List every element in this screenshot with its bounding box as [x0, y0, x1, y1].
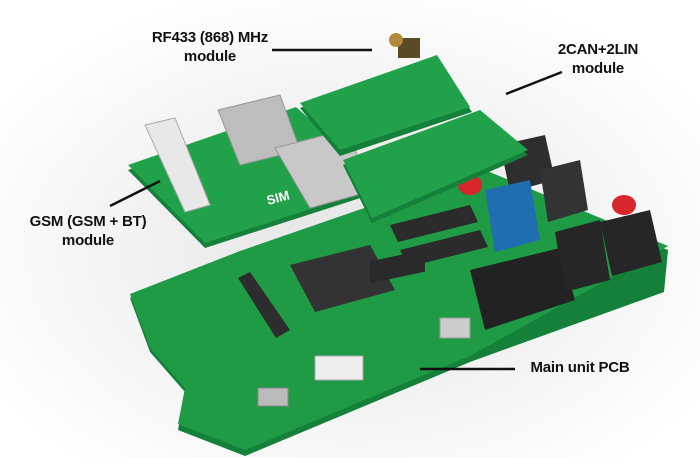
gsm-module-label: GSM (GSM + BT) module: [30, 212, 147, 250]
can-leader-line: [505, 70, 563, 96]
capacitor-red-tab: [612, 195, 636, 215]
main-unit-pcb: [130, 135, 668, 456]
gsm-side-connector: [144, 117, 211, 213]
can-label-line1: 2CAN+2LIN: [557, 41, 639, 58]
gsm-label-line2: module: [61, 232, 115, 249]
rf-label-line1: RF433 (868) MHz: [151, 29, 269, 46]
wire-connector: [555, 220, 610, 292]
board-to-board-connector: [390, 205, 478, 242]
can-label-line2: module: [571, 60, 625, 77]
relay-black: [540, 160, 588, 222]
gsm-label-line1: GSM (GSM + BT): [29, 213, 147, 230]
can-lin-module-board: [343, 110, 528, 223]
relay-blue: [485, 180, 540, 252]
main-cpu-chip: [290, 245, 395, 312]
leader-lines: [109, 48, 563, 371]
rf-module-label: RF433 (868) MHz module: [152, 28, 268, 66]
main-pcb-label: Main unit PCB: [530, 358, 629, 377]
usb-port: [439, 317, 471, 339]
gsm-module-board: SIM: [128, 94, 385, 248]
white-connector: [314, 355, 364, 381]
main-wire-connector: [470, 248, 575, 330]
rf-label-line2: module: [183, 48, 237, 65]
micro-usb-port: [257, 387, 289, 407]
pin-header: [370, 249, 425, 284]
antenna-connector: [398, 38, 420, 58]
main-label-line1: Main unit PCB: [530, 359, 630, 376]
sim-marking: SIM: [265, 187, 291, 207]
gsm-leader-line: [109, 179, 161, 208]
can-module-label: 2CAN+2LIN module: [557, 40, 639, 78]
main-connector-slot: [238, 272, 290, 338]
rf-module-board: [300, 33, 472, 156]
wire-connector: [600, 210, 662, 276]
